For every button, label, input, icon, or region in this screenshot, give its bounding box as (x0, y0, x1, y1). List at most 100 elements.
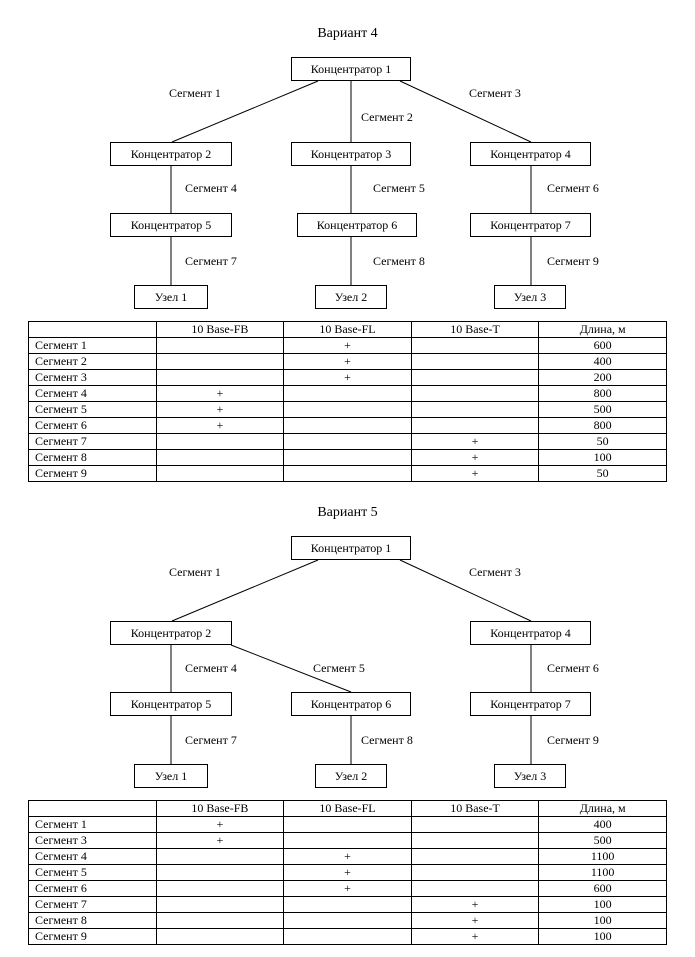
table-row: Сегмент 8+100 (28, 449, 667, 466)
table-cell: 100 (538, 896, 667, 913)
table-cell (410, 832, 540, 849)
header-cell (28, 800, 157, 817)
table-cell: 1100 (538, 848, 667, 865)
table-row: Сегмент 4+800 (28, 385, 667, 402)
segment-name-cell: Сегмент 6 (28, 880, 157, 897)
table-cell (410, 353, 540, 370)
v4-label-s3: Сегмент 3 (469, 86, 521, 100)
table-cell: + (155, 832, 285, 849)
v4-label-s7: Сегмент 7 (185, 254, 237, 268)
v5-label-s8: Сегмент 8 (361, 733, 413, 747)
table-cell: 400 (538, 816, 667, 833)
segment-name-cell: Сегмент 8 (28, 912, 157, 929)
v5-label-s5: Сегмент 5 (313, 661, 365, 675)
table-cell (410, 816, 540, 833)
v4-hub-5: Концентратор 5 (110, 213, 232, 237)
table-cell (155, 880, 285, 897)
segment-name-cell: Сегмент 9 (28, 928, 157, 945)
header-cell: 10 Base-T (410, 800, 540, 817)
table-cell: 800 (538, 417, 667, 434)
table-cell (283, 449, 412, 466)
table-row: Сегмент 4+1100 (28, 848, 667, 865)
table-cell (155, 928, 285, 945)
table-row: Сегмент 2+400 (28, 353, 667, 370)
v4-node-3: Узел 3 (494, 285, 566, 309)
v4-label-s4: Сегмент 4 (185, 181, 237, 195)
v5-link-s3 (399, 559, 532, 622)
table-row: Сегмент 3+500 (28, 832, 667, 849)
table-cell (283, 401, 412, 418)
table-cell: + (283, 880, 412, 897)
segment-name-cell: Сегмент 8 (28, 449, 157, 466)
table-cell: 800 (538, 385, 667, 402)
v4-hub-7: Концентратор 7 (470, 213, 591, 237)
table-cell (155, 369, 285, 386)
segment-name-cell: Сегмент 1 (28, 337, 157, 354)
variant4-title: Вариант 4 (317, 26, 378, 41)
table-cell (155, 465, 285, 482)
table-row: Сегмент 7+50 (28, 433, 667, 450)
table-cell: + (410, 449, 540, 466)
header-cell: Длина, м (538, 800, 667, 817)
header-cell: 10 Base-FL (283, 321, 412, 338)
v5-hub-5: Концентратор 5 (110, 692, 232, 716)
table-cell (283, 896, 412, 913)
header-cell: 10 Base-T (410, 321, 540, 338)
v5-label-s3: Сегмент 3 (469, 565, 521, 579)
v4-hub-3: Концентратор 3 (291, 142, 411, 166)
table-cell: + (155, 401, 285, 418)
table-cell: 400 (538, 353, 667, 370)
v5-hub-7: Концентратор 7 (470, 692, 591, 716)
table-cell (283, 433, 412, 450)
v5-segment-table: 10 Base-FB 10 Base-FL 10 Base-T Длина, м… (28, 800, 667, 945)
v5-link-s5 (230, 644, 352, 693)
segment-name-cell: Сегмент 5 (28, 401, 157, 418)
header-cell: 10 Base-FL (283, 800, 412, 817)
segment-name-cell: Сегмент 9 (28, 465, 157, 482)
table-cell: + (155, 417, 285, 434)
table-cell: + (155, 816, 285, 833)
table-cell: 50 (538, 465, 667, 482)
variant5-title: Вариант 5 (317, 505, 378, 520)
table-row: Сегмент 5+1100 (28, 864, 667, 881)
segment-name-cell: Сегмент 3 (28, 369, 157, 386)
v5-hub-6: Концентратор 6 (291, 692, 411, 716)
header-cell: Длина, м (538, 321, 667, 338)
segment-name-cell: Сегмент 1 (28, 816, 157, 833)
segment-name-cell: Сегмент 4 (28, 848, 157, 865)
table-cell (283, 816, 412, 833)
table-cell (283, 912, 412, 929)
table-cell (410, 385, 540, 402)
table-cell (410, 369, 540, 386)
table-cell (410, 864, 540, 881)
table-cell (155, 433, 285, 450)
table-cell: 600 (538, 880, 667, 897)
table-row: Сегмент 1+600 (28, 337, 667, 354)
header-cell: 10 Base-FB (155, 800, 285, 817)
table-header-row: 10 Base-FB 10 Base-FL 10 Base-T Длина, м (28, 321, 667, 338)
table-row: Сегмент 6 +600 (28, 880, 667, 897)
table-cell (410, 337, 540, 354)
v4-hub-4: Концентратор 4 (470, 142, 591, 166)
v5-node-1: Узел 1 (134, 764, 208, 788)
v4-link-s1 (171, 80, 319, 143)
table-row: Сегмент 9+50 (28, 465, 667, 482)
v5-label-s9: Сегмент 9 (547, 733, 599, 747)
header-cell: 10 Base-FB (155, 321, 285, 338)
table-cell (155, 896, 285, 913)
v5-label-s1: Сегмент 1 (169, 565, 221, 579)
table-cell: 100 (538, 912, 667, 929)
table-cell (155, 337, 285, 354)
table-cell: + (283, 864, 412, 881)
segment-name-cell: Сегмент 4 (28, 385, 157, 402)
v4-label-s2: Сегмент 2 (361, 110, 413, 124)
segment-name-cell: Сегмент 6 (28, 417, 157, 434)
table-cell (155, 848, 285, 865)
v4-segment-table: 10 Base-FB 10 Base-FL 10 Base-T Длина, м… (28, 321, 667, 482)
table-header-row: 10 Base-FB 10 Base-FL 10 Base-T Длина, м (28, 800, 667, 817)
table-cell (283, 417, 412, 434)
table-cell (283, 832, 412, 849)
table-cell (410, 848, 540, 865)
table-cell: + (410, 928, 540, 945)
